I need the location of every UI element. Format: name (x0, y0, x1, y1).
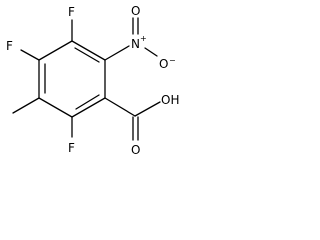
bond-c6-f-left (20, 49, 40, 61)
atom-nitro-o: O (159, 57, 168, 71)
structure-diagram: F F F N + O O − OH O (0, 0, 199, 178)
bond-n-o-single (144, 47, 158, 57)
nitro-n-charge: + (140, 34, 147, 43)
bond-c5-methyl (12, 97, 40, 114)
atom-f-left: F (6, 39, 13, 53)
ring-bond-c1-c2 (71, 40, 106, 61)
nitro-o-charge: − (169, 56, 176, 65)
ring-double-bond-inner-2 (75, 94, 100, 110)
atom-acid-o: O (131, 143, 140, 157)
ring-bond-c4-c5 (38, 97, 73, 118)
ring-bond-c6-c1 (38, 40, 73, 61)
ring-double-bond-inner-1 (74, 47, 100, 63)
atom-nitro-n: N (131, 37, 140, 51)
ring-bond-c3-c4 (71, 97, 106, 118)
atom-acid-oh: OH (161, 93, 179, 107)
atom-f-top: F (68, 5, 75, 19)
atom-nitro-o-double: O (131, 4, 140, 18)
bond-c3-carboxyl (104, 97, 136, 117)
bond-carboxyl-oh (134, 101, 161, 117)
molecule-drawing: F F F N + O O − OH O (6, 4, 179, 157)
atom-f-bottom: F (68, 141, 75, 155)
bond-c2-nitro-n (104, 45, 130, 61)
